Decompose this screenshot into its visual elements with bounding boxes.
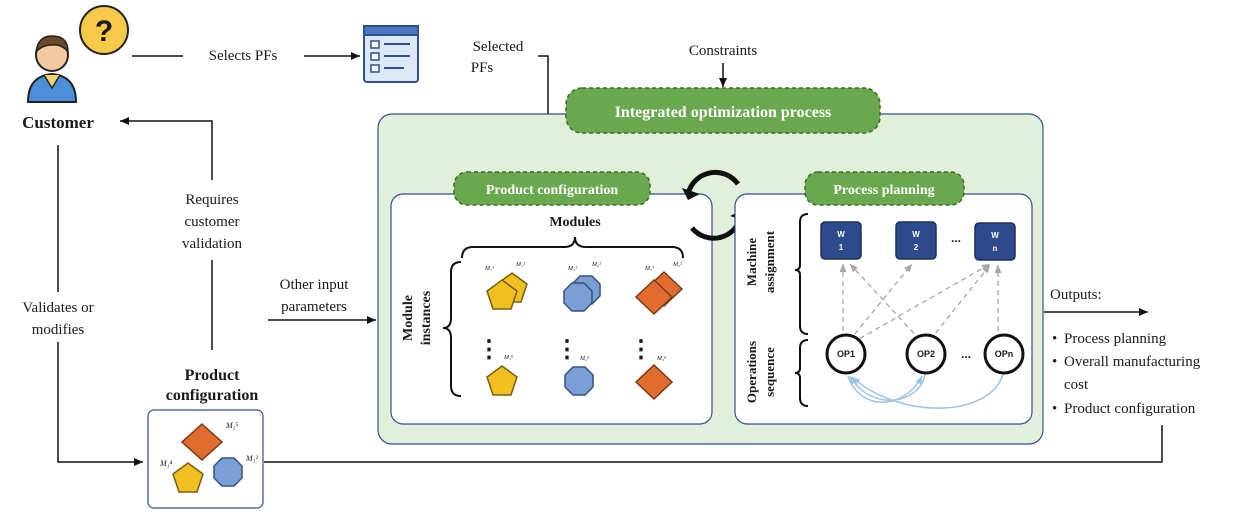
svg-text:W: W	[991, 231, 999, 240]
ops-label-2: sequence	[762, 347, 777, 397]
svg-text:n: n	[993, 244, 998, 253]
selected-pfs-label-1: Selected	[473, 39, 524, 55]
sup-pentagon-n: M₁ⁿ	[503, 355, 513, 361]
final-octagon-shape	[213, 457, 243, 487]
output-bullet-2: •	[1052, 354, 1057, 370]
final-diamond-shape	[180, 422, 224, 462]
sup-pentagon-2: M₁²	[515, 262, 525, 268]
final-label-3: M₃²	[245, 454, 258, 463]
instances-label-1: Module	[401, 295, 416, 341]
svg-text:OP2: OP2	[917, 349, 935, 359]
sup-octagon-2: M₂²	[591, 262, 601, 268]
final-label-1: M₂⁵	[225, 421, 238, 430]
pentagon-shape-n	[486, 365, 518, 396]
svg-text:OP1: OP1	[837, 349, 855, 359]
ops-brace	[794, 339, 809, 407]
op-ellipsis: ...	[961, 347, 971, 361]
octagon-shape-n	[564, 366, 594, 396]
sup-diamond-2: M₃²	[672, 262, 682, 268]
pentagon-shape-front	[486, 279, 518, 310]
diamond-shape-n	[634, 363, 674, 401]
svg-text:2: 2	[914, 243, 919, 252]
final-config-title-1: Product	[185, 367, 240, 384]
sup-octagon-1: M₂¹	[567, 266, 577, 272]
product-config-pill	[453, 171, 651, 206]
requires-label-2: customer	[185, 214, 240, 230]
svg-text:?: ?	[95, 15, 113, 48]
machine-brace	[794, 213, 809, 335]
output-item-1: Process planning	[1064, 331, 1167, 347]
output-item-2b: cost	[1064, 377, 1089, 393]
machine-ellipsis: ...	[951, 231, 961, 245]
dots-col-1: ⋮	[477, 337, 501, 363]
octagon-shape-front	[563, 282, 593, 312]
machine-wn: W n	[974, 222, 1016, 261]
ops-label-1: Operations	[744, 341, 759, 403]
sup-diamond-n: M₃ⁿ	[656, 356, 666, 362]
process-planning-title: Process planning	[833, 183, 934, 198]
requires-label-1: Requires	[185, 192, 238, 208]
other-input-label-1: Other input	[280, 277, 350, 293]
final-label-2: M₁⁴	[159, 459, 172, 468]
constraints-label: Constraints	[689, 43, 757, 59]
selected-pfs-label-2: PFs	[471, 60, 494, 76]
dots-col-2: ⋮	[555, 337, 579, 363]
customer-question-icon: ?	[26, 5, 129, 103]
svg-text:OPn: OPn	[995, 349, 1014, 359]
selects-pfs-label: Selects PFs	[209, 48, 278, 64]
output-bullet-1: •	[1052, 331, 1057, 347]
integrated-title-pill	[565, 87, 881, 134]
sup-diamond-1: M₃¹	[644, 266, 654, 272]
dots-col-3: ⋮	[629, 337, 653, 363]
svg-text:W: W	[912, 230, 920, 239]
final-config-title-2: configuration	[166, 387, 259, 404]
validates-label-2: modifies	[32, 322, 85, 338]
other-input-label-2: parameters	[281, 299, 347, 315]
sup-octagon-n: M₂ⁿ	[579, 356, 589, 362]
customer-label: Customer	[22, 113, 94, 132]
modules-brace	[461, 236, 684, 259]
machine-w1: W 1	[820, 221, 862, 260]
svg-text:W: W	[837, 230, 845, 239]
product-config-title: Product configuration	[486, 183, 619, 198]
sup-pentagon-1: M₁¹	[484, 266, 494, 272]
machine-w2: W 2	[895, 221, 937, 260]
machine-label-1: Machine	[744, 238, 759, 287]
instances-brace	[442, 261, 462, 397]
diamond-shape-front	[634, 278, 674, 316]
final-pentagon-shape	[172, 462, 204, 493]
process-planning-pill	[804, 171, 965, 206]
operation-opn: OPn	[983, 333, 1025, 375]
instances-label-2: instances	[419, 290, 434, 345]
requires-label-3: validation	[182, 236, 242, 252]
operation-op2: OP2	[905, 333, 947, 375]
validates-label-1: Validates or	[22, 300, 93, 316]
output-item-2: Overall manufacturing	[1064, 354, 1201, 370]
outputs-title: Outputs:	[1050, 287, 1102, 303]
integrated-title: Integrated optimization process	[615, 104, 832, 121]
operation-op1: OP1	[825, 333, 867, 375]
machine-label-2: assignment	[762, 230, 777, 293]
modules-label: Modules	[549, 215, 601, 230]
output-bullet-3: •	[1052, 401, 1057, 417]
svg-text:1: 1	[839, 243, 844, 252]
checklist-form-icon	[363, 25, 419, 83]
output-item-3: Product configuration	[1064, 401, 1196, 417]
